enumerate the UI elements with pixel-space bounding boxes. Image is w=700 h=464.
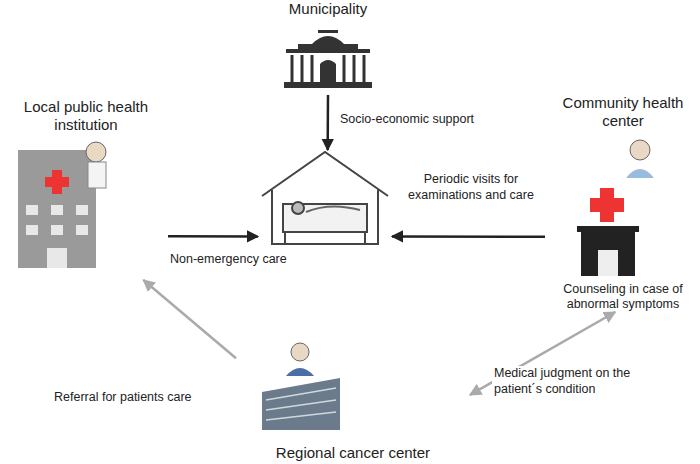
connector-arrow [143,280,236,358]
connector-arrow [326,95,329,150]
node-title: Community health center [545,94,700,130]
community-center: Community health centerCounseling in cas… [545,94,700,312]
node-title: Regional cancer center [276,444,430,462]
house-icon [262,152,388,244]
cancer-center-icon [262,343,340,430]
municipality: Municipality [262,0,394,95]
patient-home [258,150,392,246]
node-title: Municipality [289,0,367,18]
municipality-icon [284,30,372,88]
cancer-center: Regional cancer center [236,340,470,462]
edge-label: Periodic visits for examinations and car… [396,172,546,203]
local-institution: Local public health institution [4,98,168,280]
hospital-icon [18,142,106,268]
edge-label: Socio-economic support [338,112,476,128]
node-title: Local public health institution [4,98,168,134]
edge-label: Referral for patients care [52,390,194,406]
community-center-icon [577,140,654,276]
node-note: Counseling in case of abnormal symptoms [545,282,700,312]
edge-label: Non-emergency care [168,252,289,268]
connector-arrow [168,235,258,238]
connector-arrow [392,235,545,238]
edge-label: Medical judgment on the patient´s condit… [492,366,656,397]
